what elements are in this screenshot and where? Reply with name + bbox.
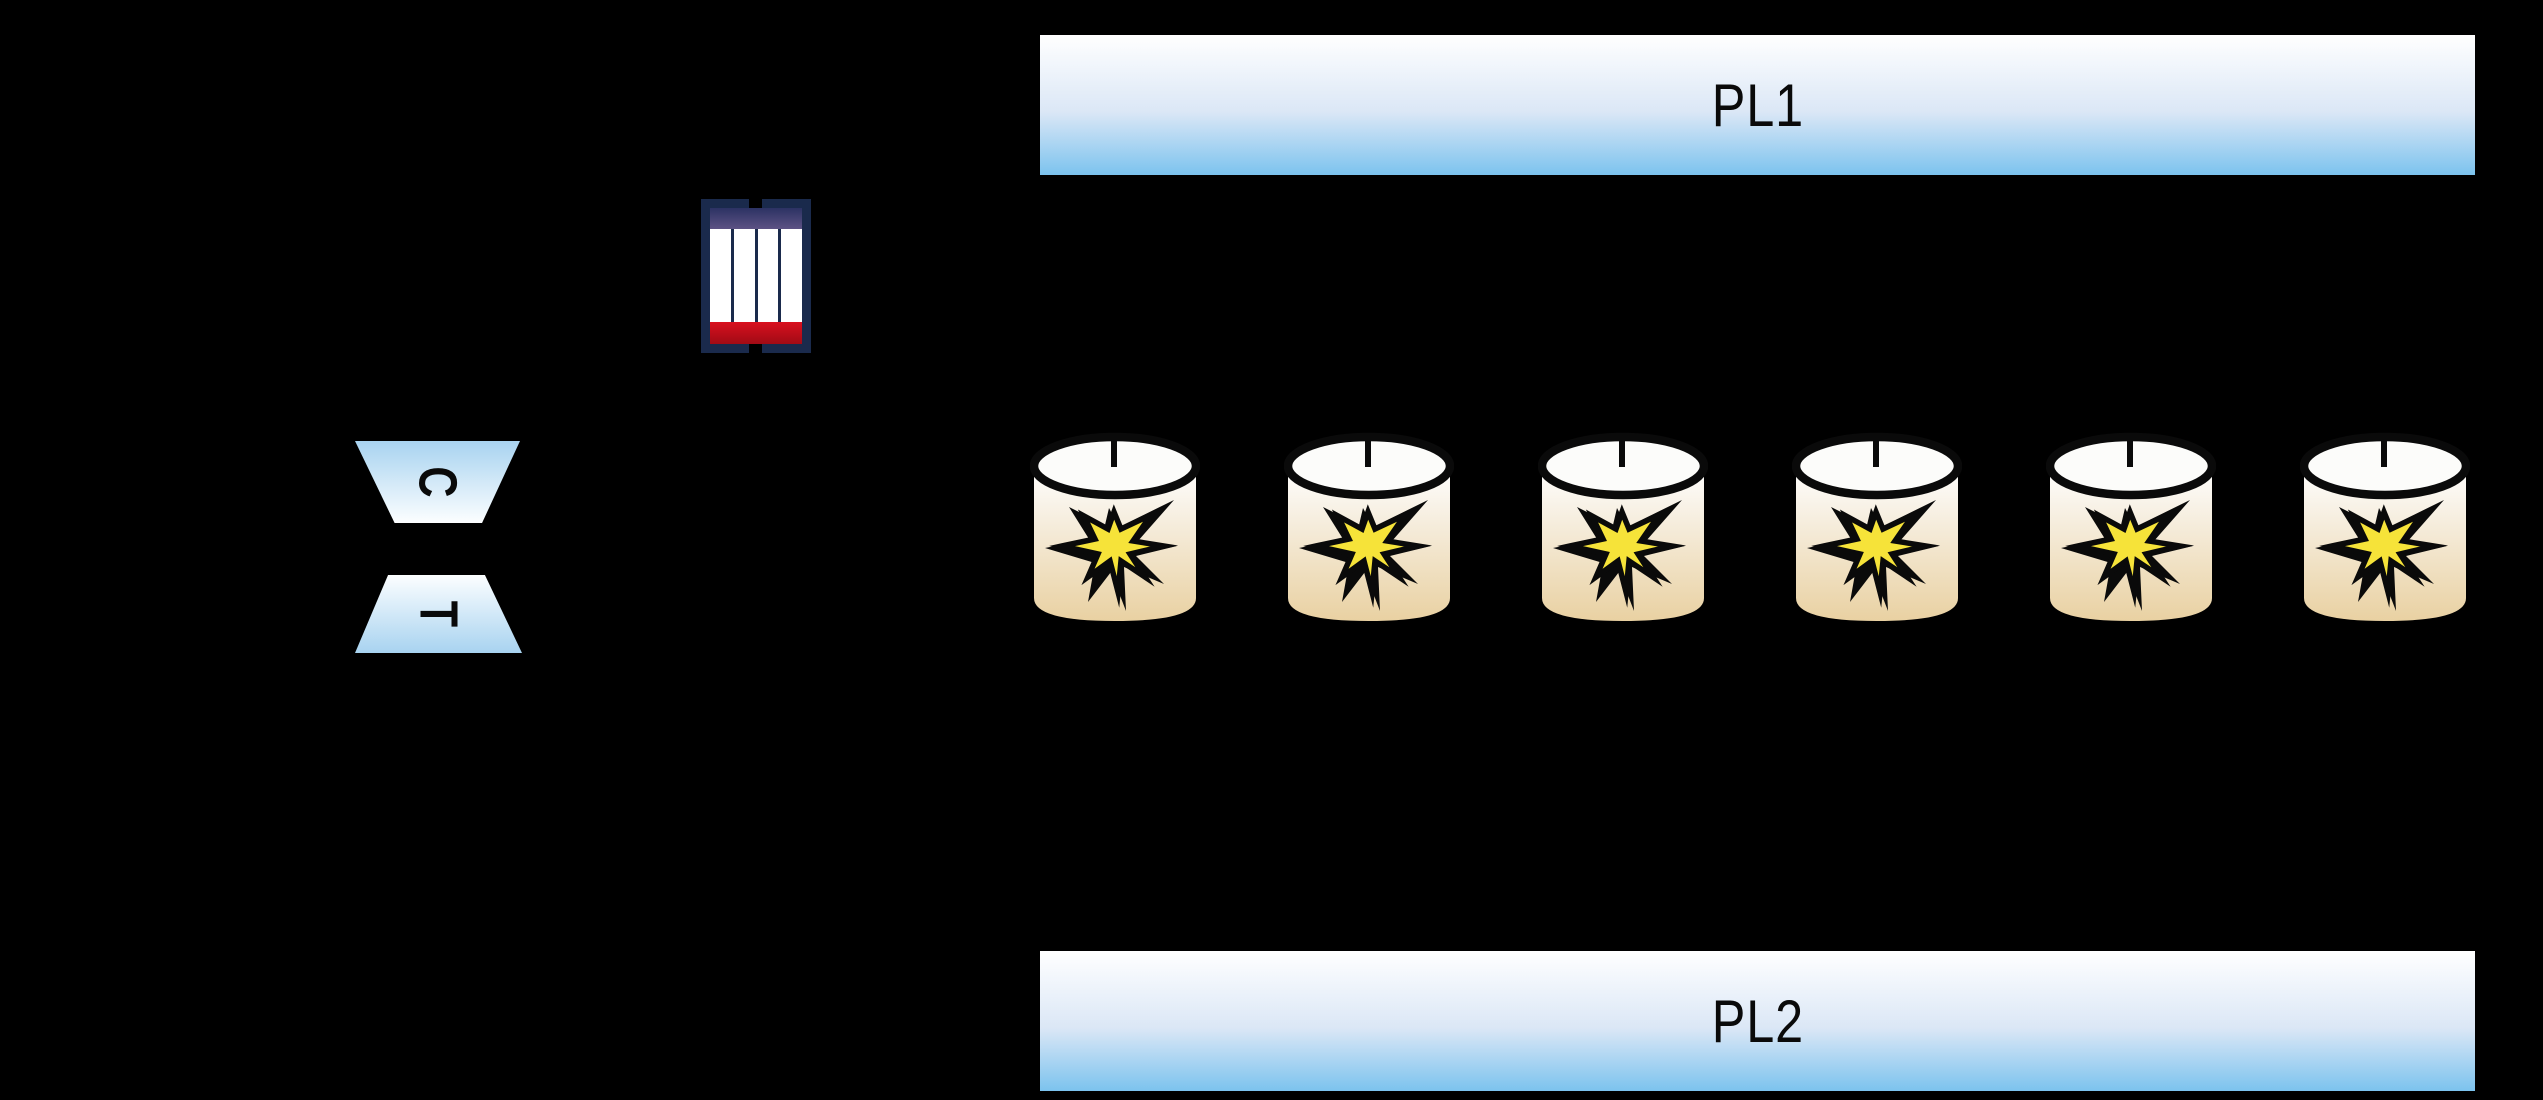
detonator-icon [1792, 430, 1962, 630]
detonator-icon [2300, 430, 2470, 630]
battery-icon [701, 199, 811, 353]
detonator-icon [1538, 430, 1708, 630]
detonator-icon [1030, 430, 1200, 630]
power-line-1-bar: PL1 [1040, 35, 2475, 175]
battery-cell-bar [733, 229, 755, 322]
battery-bottom-band [710, 322, 802, 344]
power-line-2-label: PL2 [1711, 987, 1804, 1055]
detonator-icon [2046, 430, 2216, 630]
t-block: T [355, 575, 522, 653]
t-block-label: T [408, 600, 469, 628]
battery-cells [710, 229, 802, 322]
battery-cell-bar [757, 229, 779, 322]
c-block-label: C [407, 466, 468, 498]
battery-top-band [710, 208, 802, 229]
battery-cell-bar [710, 229, 731, 322]
power-line-2-bar: PL2 [1040, 951, 2475, 1091]
c-block: C [355, 441, 520, 523]
battery-top-terminal [749, 199, 762, 208]
power-line-1-label: PL1 [1711, 71, 1804, 139]
battery-cell-bar [781, 229, 802, 322]
battery-bottom-terminal [749, 344, 762, 353]
detonator-icon [1284, 430, 1454, 630]
